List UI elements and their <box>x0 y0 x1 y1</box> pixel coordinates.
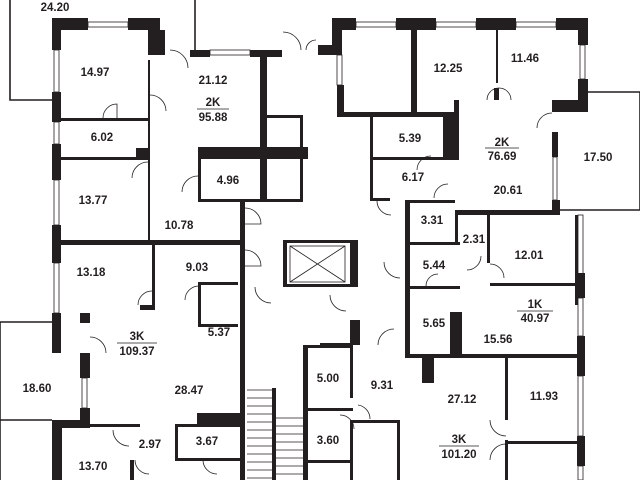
room-area-label: 13.77 <box>79 195 108 207</box>
room-area-label: 12.01 <box>515 250 544 262</box>
doors <box>89 31 553 475</box>
building-core <box>247 240 400 480</box>
room-area-label: 9.03 <box>186 262 208 274</box>
balcony-area-label: 17.50 <box>584 152 613 164</box>
balcony-area-label: 18.60 <box>23 383 52 395</box>
room-area-label: 28.47 <box>175 385 204 397</box>
room-area-label: 2.97 <box>139 439 161 451</box>
room-area-label: 5.37 <box>208 327 230 339</box>
apartment-area-label: 95.88 <box>199 112 228 124</box>
room-area-label: 5.00 <box>317 373 339 385</box>
room-area-label: 12.25 <box>434 63 463 75</box>
balcony-outline-right <box>558 91 640 211</box>
room-area-label: 9.31 <box>371 380 394 392</box>
balcony-outline-top-left <box>9 0 55 101</box>
room-area-label: 3.31 <box>421 215 444 227</box>
room-area-label: 6.02 <box>91 132 113 144</box>
room-area-label: 10.78 <box>165 220 194 232</box>
apartment-type-label: 2K <box>495 137 510 149</box>
room-area-label: 11.46 <box>511 53 539 65</box>
room-area-label: 5.39 <box>399 133 421 145</box>
room-area-label: 15.56 <box>484 334 513 346</box>
room-area-label: 20.61 <box>494 185 523 197</box>
walls-right-wing <box>318 18 588 480</box>
elevator-shaft <box>289 245 346 283</box>
apartment-area-label: 40.97 <box>521 313 550 325</box>
room-area-label: 11.93 <box>530 391 558 403</box>
room-area-label: 27.12 <box>448 394 477 406</box>
room-area-label: 13.18 <box>77 267 106 279</box>
walls-left-wing <box>52 18 308 480</box>
room-area-label: 14.97 <box>81 67 110 79</box>
room-area-label: 5.44 <box>423 260 446 272</box>
balcony-outline-left <box>0 321 55 480</box>
apartment-type-label: 1K <box>528 299 543 311</box>
room-area-label: 4.96 <box>217 175 239 187</box>
room-area-label: 3.67 <box>196 436 218 448</box>
room-area-label: 5.65 <box>423 318 446 330</box>
apartment-type-label: 3K <box>130 331 145 343</box>
room-area-label: 3.60 <box>317 435 339 447</box>
apartment-type-label: 3K <box>452 434 467 446</box>
room-area-label: 6.17 <box>402 172 424 184</box>
stairs <box>247 389 303 479</box>
balcony-area-label: 24.20 <box>41 2 70 14</box>
apartment-area-label: 109.37 <box>119 346 154 358</box>
apartment-area-label: 101.20 <box>441 449 476 461</box>
apartment-type-label: 2K <box>206 97 221 109</box>
room-labels: 24.20 17.50 18.60 14.97 21.12 2K 95.88 6… <box>23 2 613 473</box>
room-area-label: 13.70 <box>79 461 108 473</box>
room-area-label: 21.12 <box>199 75 228 87</box>
lift-cross-2 <box>289 245 346 283</box>
room-area-label: 2.31 <box>463 234 486 246</box>
apartment-area-label: 76.69 <box>488 151 517 163</box>
